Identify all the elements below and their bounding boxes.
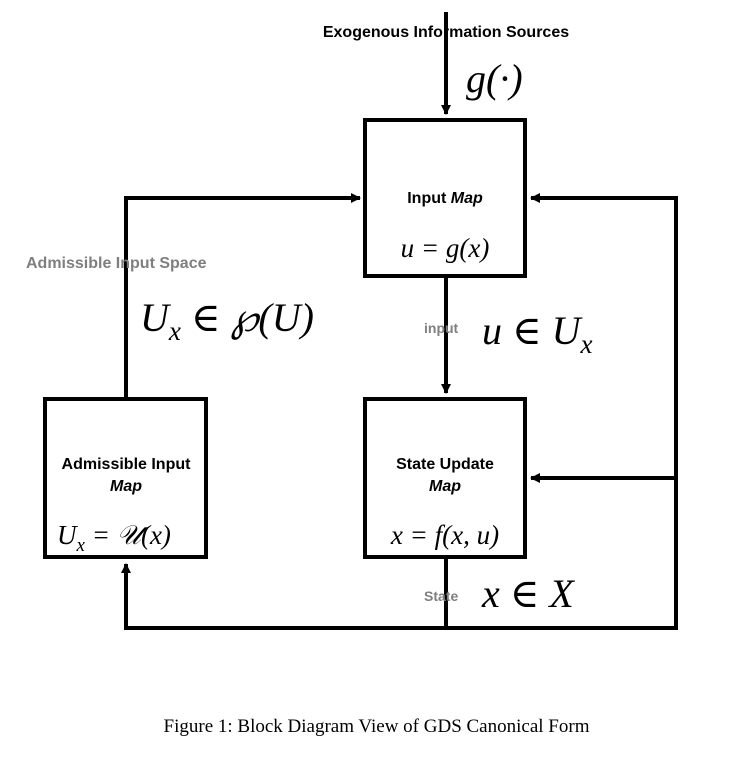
state-edge-to-admissible (121, 563, 676, 630)
admissible-input-formula: Ux = 𝒰(x) (57, 520, 171, 556)
admissible-space-label: Admissible Input Space (26, 255, 207, 272)
input-label: input (424, 320, 459, 336)
admissible-input-block (43, 397, 208, 559)
input-math: u ∈ Ux (482, 308, 593, 359)
state-update-title: State Update (396, 456, 494, 473)
input-map-title: Input Map (407, 190, 483, 207)
admissible-input-title-italic: Map (110, 478, 142, 495)
admissible-space-edge (124, 193, 361, 397)
state-update-title-italic: Map (429, 478, 461, 495)
admissible-space-math: Ux ∈ ℘(U) (140, 295, 314, 346)
input-map-block (363, 118, 527, 278)
state-label: State (424, 588, 458, 604)
state-update-formula: x = f(x, u) (390, 520, 499, 550)
state-update-block (363, 397, 527, 559)
admissible-input-title: Admissible Input (62, 456, 192, 473)
state-math: x ∈ X (481, 571, 575, 616)
source-function-label: g(·) (466, 56, 523, 101)
figure-caption: Figure 1: Block Diagram View of GDS Cano… (163, 716, 590, 737)
block-diagram: Exogenous Information Sources g(·) Input… (26, 12, 678, 630)
input-map-formula: u = g(x) (401, 233, 490, 263)
